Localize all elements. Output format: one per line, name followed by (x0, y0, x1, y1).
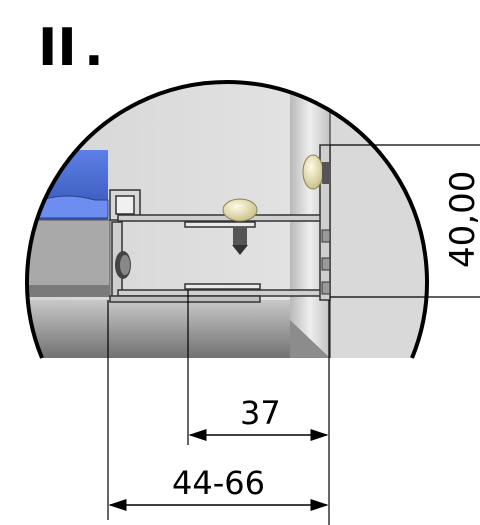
detail-circle-outline (25, 80, 429, 359)
dimension-inner-width-value: 37 (240, 394, 281, 432)
section-label: II (38, 18, 77, 78)
dimension-height-value: 40,00 (443, 171, 480, 268)
dimension-range-width-value: 44-66 (172, 464, 265, 502)
gray-block (26, 219, 111, 296)
dimension-height: 40,00 (330, 144, 480, 298)
center-screw (222, 198, 258, 255)
hex-screw (115, 251, 131, 279)
section-label-dot: . (84, 18, 104, 78)
top-screw (302, 154, 331, 190)
dimension-range-width: 44-66 (107, 300, 329, 520)
dimension-inner-width: 37 (187, 290, 330, 525)
